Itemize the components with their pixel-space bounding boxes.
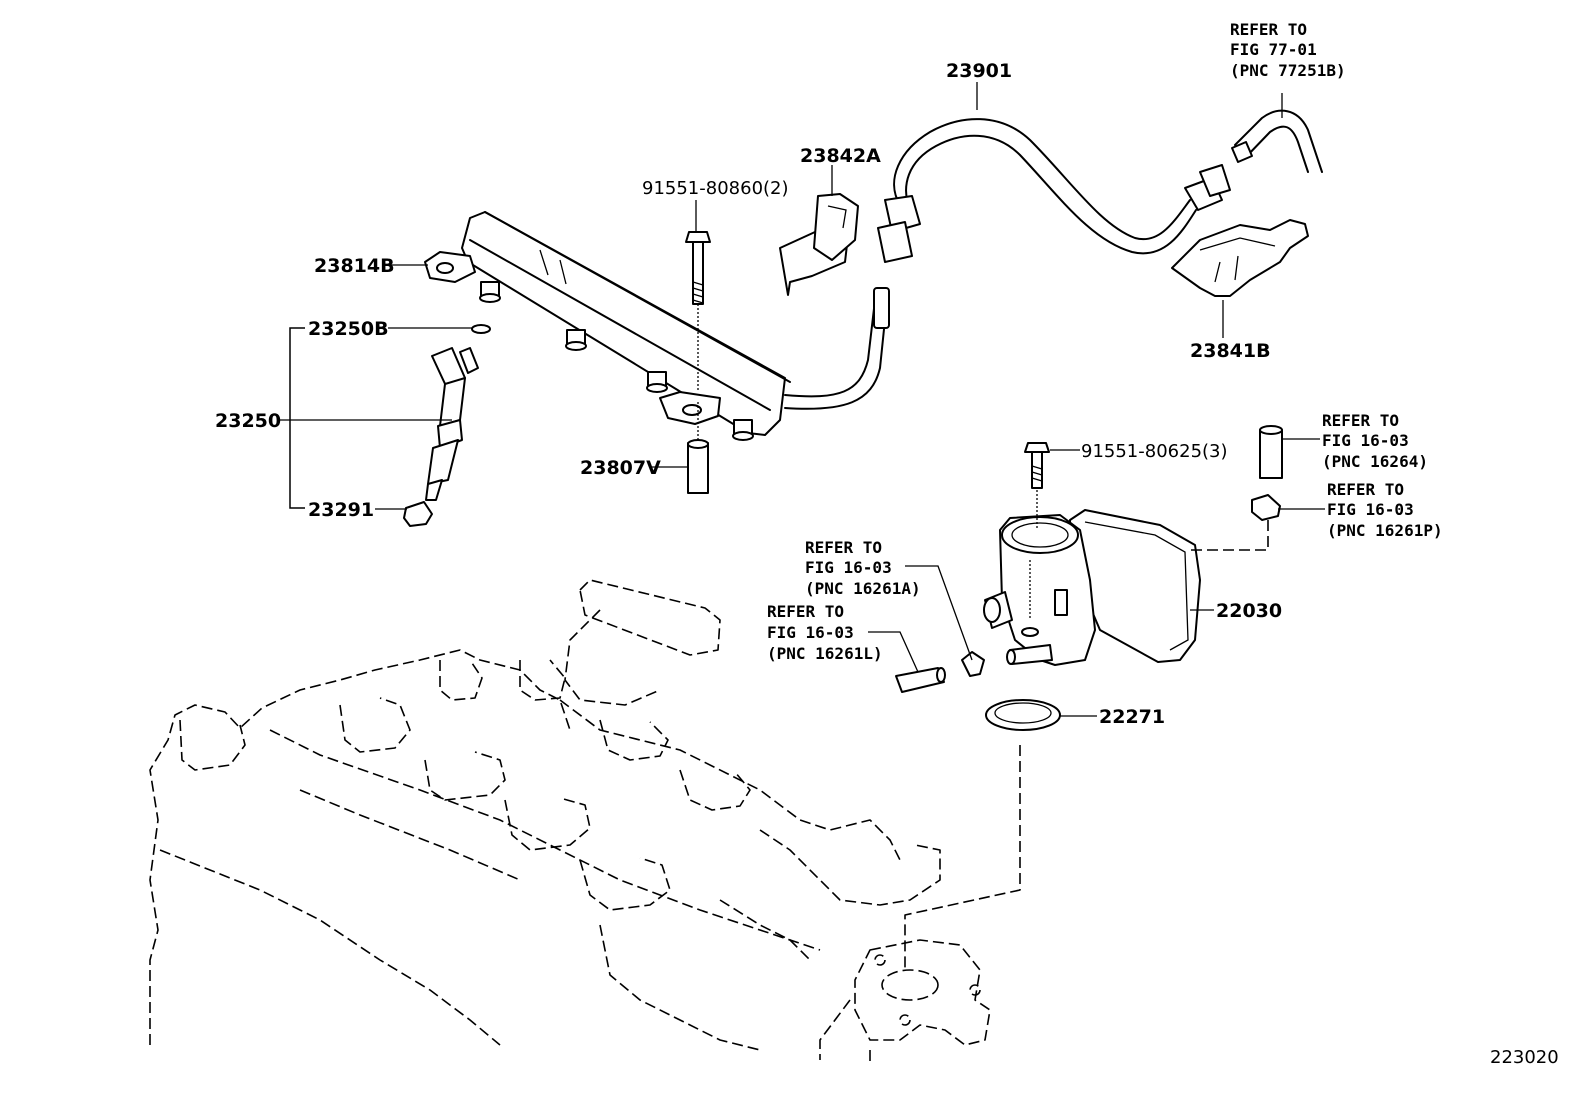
bolt-91551-80860 [685,231,711,390]
clamp-23842a [779,193,859,296]
label-22271: 22271 [1099,706,1165,728]
ref-block-16261p: REFER TO FIG 16-03 (PNC 16261P) [1327,480,1443,540]
gasket-22271 [904,699,1061,970]
ref-cap-16261p [1190,494,1281,551]
ref-hose-16264 [1259,425,1283,479]
figure-id: 223020 [1490,1047,1559,1068]
ref-block-16261l: REFER TO FIG 16-03 (PNC 16261L) [767,602,883,663]
label-23250b: 23250B [308,318,389,340]
throttle-body-22030 [983,509,1201,666]
fuel-injector [425,347,479,501]
label-23814b: 23814B [314,255,395,277]
ref-16261p-line1: REFER TO [1327,480,1404,499]
label-23807v: 23807V [580,457,661,479]
label-23250: 23250 [215,410,281,432]
spacer-23807v [687,400,709,494]
o-ring-23250b [471,324,491,334]
ref-16261l-line1: REFER TO [767,602,844,621]
ref-16261a-line1: REFER TO [805,538,882,557]
ref-77251b-line1: REFER TO [1230,20,1307,39]
label-23841b: 23841B [1190,340,1271,362]
ref-77251b-line2: FIG 77-01 [1230,40,1317,59]
ref-block-16264: REFER TO FIG 16-03 (PNC 16264) [1322,411,1428,471]
clamp-23841b [1171,219,1309,297]
engine-phantom-outline [149,579,991,1065]
ref-hose-16261l [895,667,946,693]
leader-lines [278,82,1325,717]
ref-16261p-line3: (PNC 16261P) [1327,521,1443,540]
part-labels: 23901 23842A 91551-80860(2) 23814B 23250… [215,60,1559,1068]
label-23842a: 23842A [800,145,881,167]
ref-block-16261a: REFER TO FIG 16-03 (PNC 16261A) [805,538,921,598]
ref-hose-77251b [1231,109,1323,173]
fuel-delivery-pipe [424,211,890,441]
label-91551-80625: 91551-80625(3) [1081,441,1228,462]
ref-16264-line1: REFER TO [1322,411,1399,430]
ref-16261l-line2: FIG 16-03 [767,623,854,642]
bolt-91551-80625 [1024,442,1050,620]
ref-77251b-line3: (PNC 77251B) [1230,61,1346,80]
ref-block-77251b: REFER TO FIG 77-01 (PNC 77251B) [1230,20,1346,80]
insulator-23291 [403,501,433,527]
ref-16264-line3: (PNC 16264) [1322,452,1428,471]
label-23291: 23291 [308,499,374,521]
ref-16261a-line3: (PNC 16261A) [805,579,921,598]
ref-16261l-line3: (PNC 16261L) [767,644,883,663]
fuel-hose-23901 [877,118,1231,263]
label-22030: 22030 [1216,600,1282,622]
ref-16261p-line2: FIG 16-03 [1327,500,1414,519]
ref-clip-16261a [961,651,985,677]
ref-16261a-line2: FIG 16-03 [805,558,892,577]
ref-16264-line2: FIG 16-03 [1322,431,1409,450]
label-23901: 23901 [946,60,1012,82]
label-91551-80860: 91551-80860(2) [642,178,789,199]
